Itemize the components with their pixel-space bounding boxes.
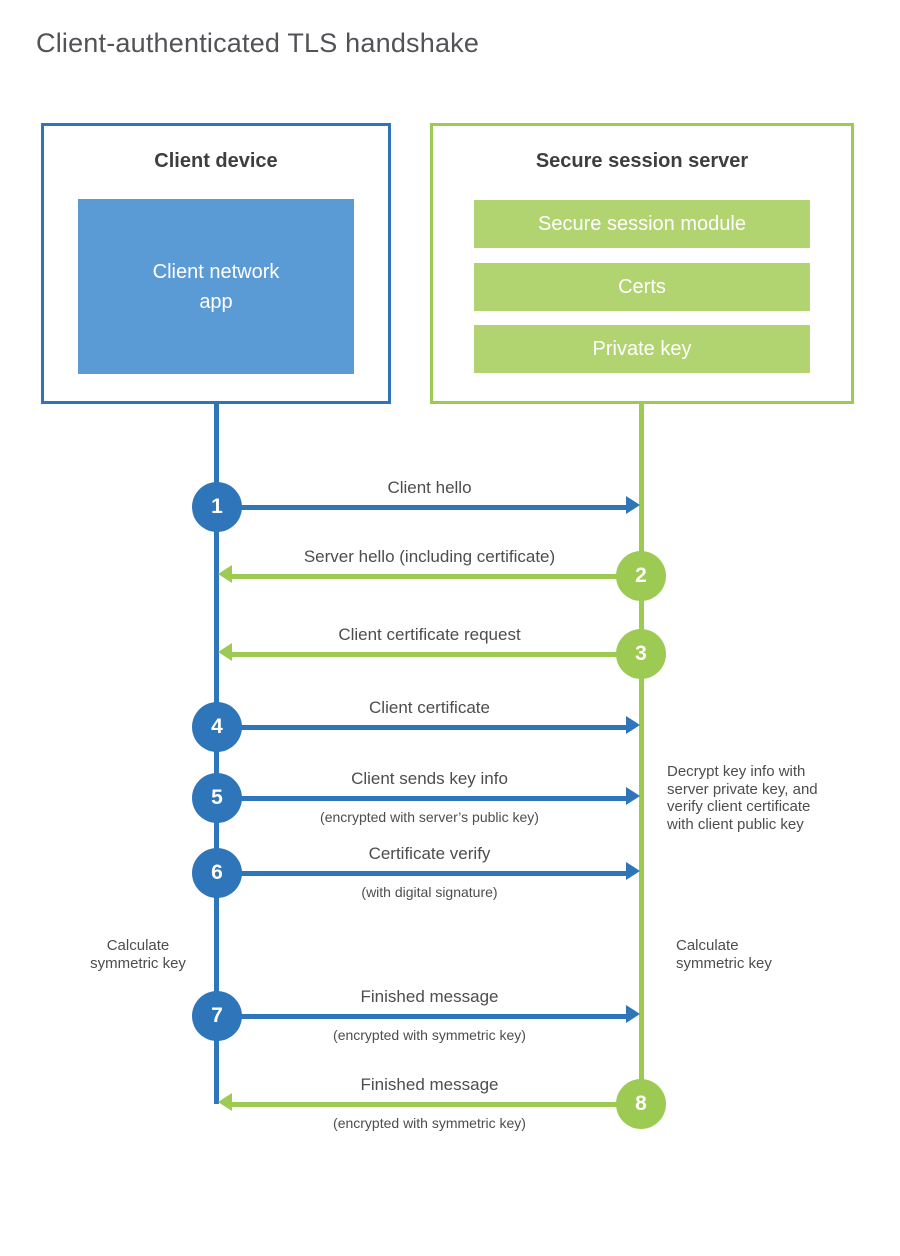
step-8-label: Finished message [360, 1075, 499, 1094]
step-8-arrow-shaft [232, 1102, 641, 1107]
step-7-label: Finished message [360, 987, 499, 1006]
step-4-arrow-shaft [217, 725, 626, 730]
step-1-number-badge: 1 [192, 482, 242, 532]
step-8-arrowhead-icon [218, 1093, 232, 1111]
step-7-number-badge: 7 [192, 991, 242, 1041]
step-5-arrow-shaft [217, 796, 626, 801]
step-3-arrowhead-icon [218, 643, 232, 661]
server-lifeline [639, 404, 644, 1106]
note-calculate-symmetric-key-client: Calculate symmetric key [90, 937, 186, 972]
step-7-sublabel: (encrypted with symmetric key) [333, 1027, 526, 1043]
client-device-box: Client device Client network app [41, 123, 391, 404]
step-4-label: Client certificate [369, 698, 490, 717]
step-7-arrow-shaft [217, 1014, 626, 1019]
client-lifeline [214, 404, 219, 1104]
step-6-sublabel: (with digital signature) [361, 884, 498, 900]
step-3-number-badge: 3 [616, 629, 666, 679]
step-2-arrow-shaft [232, 574, 641, 579]
step-3-arrow-shaft [232, 652, 641, 657]
step-6-arrow-shaft [217, 871, 626, 876]
note-decrypt-key-info: Decrypt key info with server private key… [667, 763, 818, 833]
step-1-label: Client hello [387, 478, 472, 497]
client-network-app-box: Client network app [78, 199, 354, 374]
step-7-arrowhead-icon [626, 1005, 640, 1023]
step-5-sublabel: (encrypted with server’s public key) [320, 809, 539, 825]
secure-session-server-box: Secure session server Secure session mod… [430, 123, 854, 404]
server-module-private-key: Private key [474, 325, 810, 373]
server-module-secure-session-module: Secure session module [474, 200, 810, 248]
step-4-number-badge: 4 [192, 702, 242, 752]
step-6-number-badge: 6 [192, 848, 242, 898]
step-8-number-badge: 8 [616, 1079, 666, 1129]
step-6-arrowhead-icon [626, 862, 640, 880]
step-2-number-badge: 2 [616, 551, 666, 601]
step-2-label: Server hello (including certificate) [303, 547, 556, 566]
step-4-arrowhead-icon [626, 716, 640, 734]
step-6-label: Certificate verify [368, 844, 491, 863]
step-5-arrowhead-icon [626, 787, 640, 805]
note-calculate-symmetric-key-server: Calculate symmetric key [676, 937, 772, 972]
step-1-arrow-shaft [217, 505, 626, 510]
step-3-label: Client certificate request [338, 625, 521, 644]
page-title: Client-authenticated TLS handshake [36, 28, 480, 58]
step-2-arrowhead-icon [218, 565, 232, 583]
server-module-certs: Certs [474, 263, 810, 311]
step-8-sublabel: (encrypted with symmetric key) [333, 1115, 526, 1131]
client-device-title: Client device [154, 150, 278, 172]
step-1-arrowhead-icon [626, 496, 640, 514]
step-5-number-badge: 5 [192, 773, 242, 823]
step-5-label: Client sends key info [351, 769, 508, 788]
secure-session-server-title: Secure session server [535, 150, 749, 172]
